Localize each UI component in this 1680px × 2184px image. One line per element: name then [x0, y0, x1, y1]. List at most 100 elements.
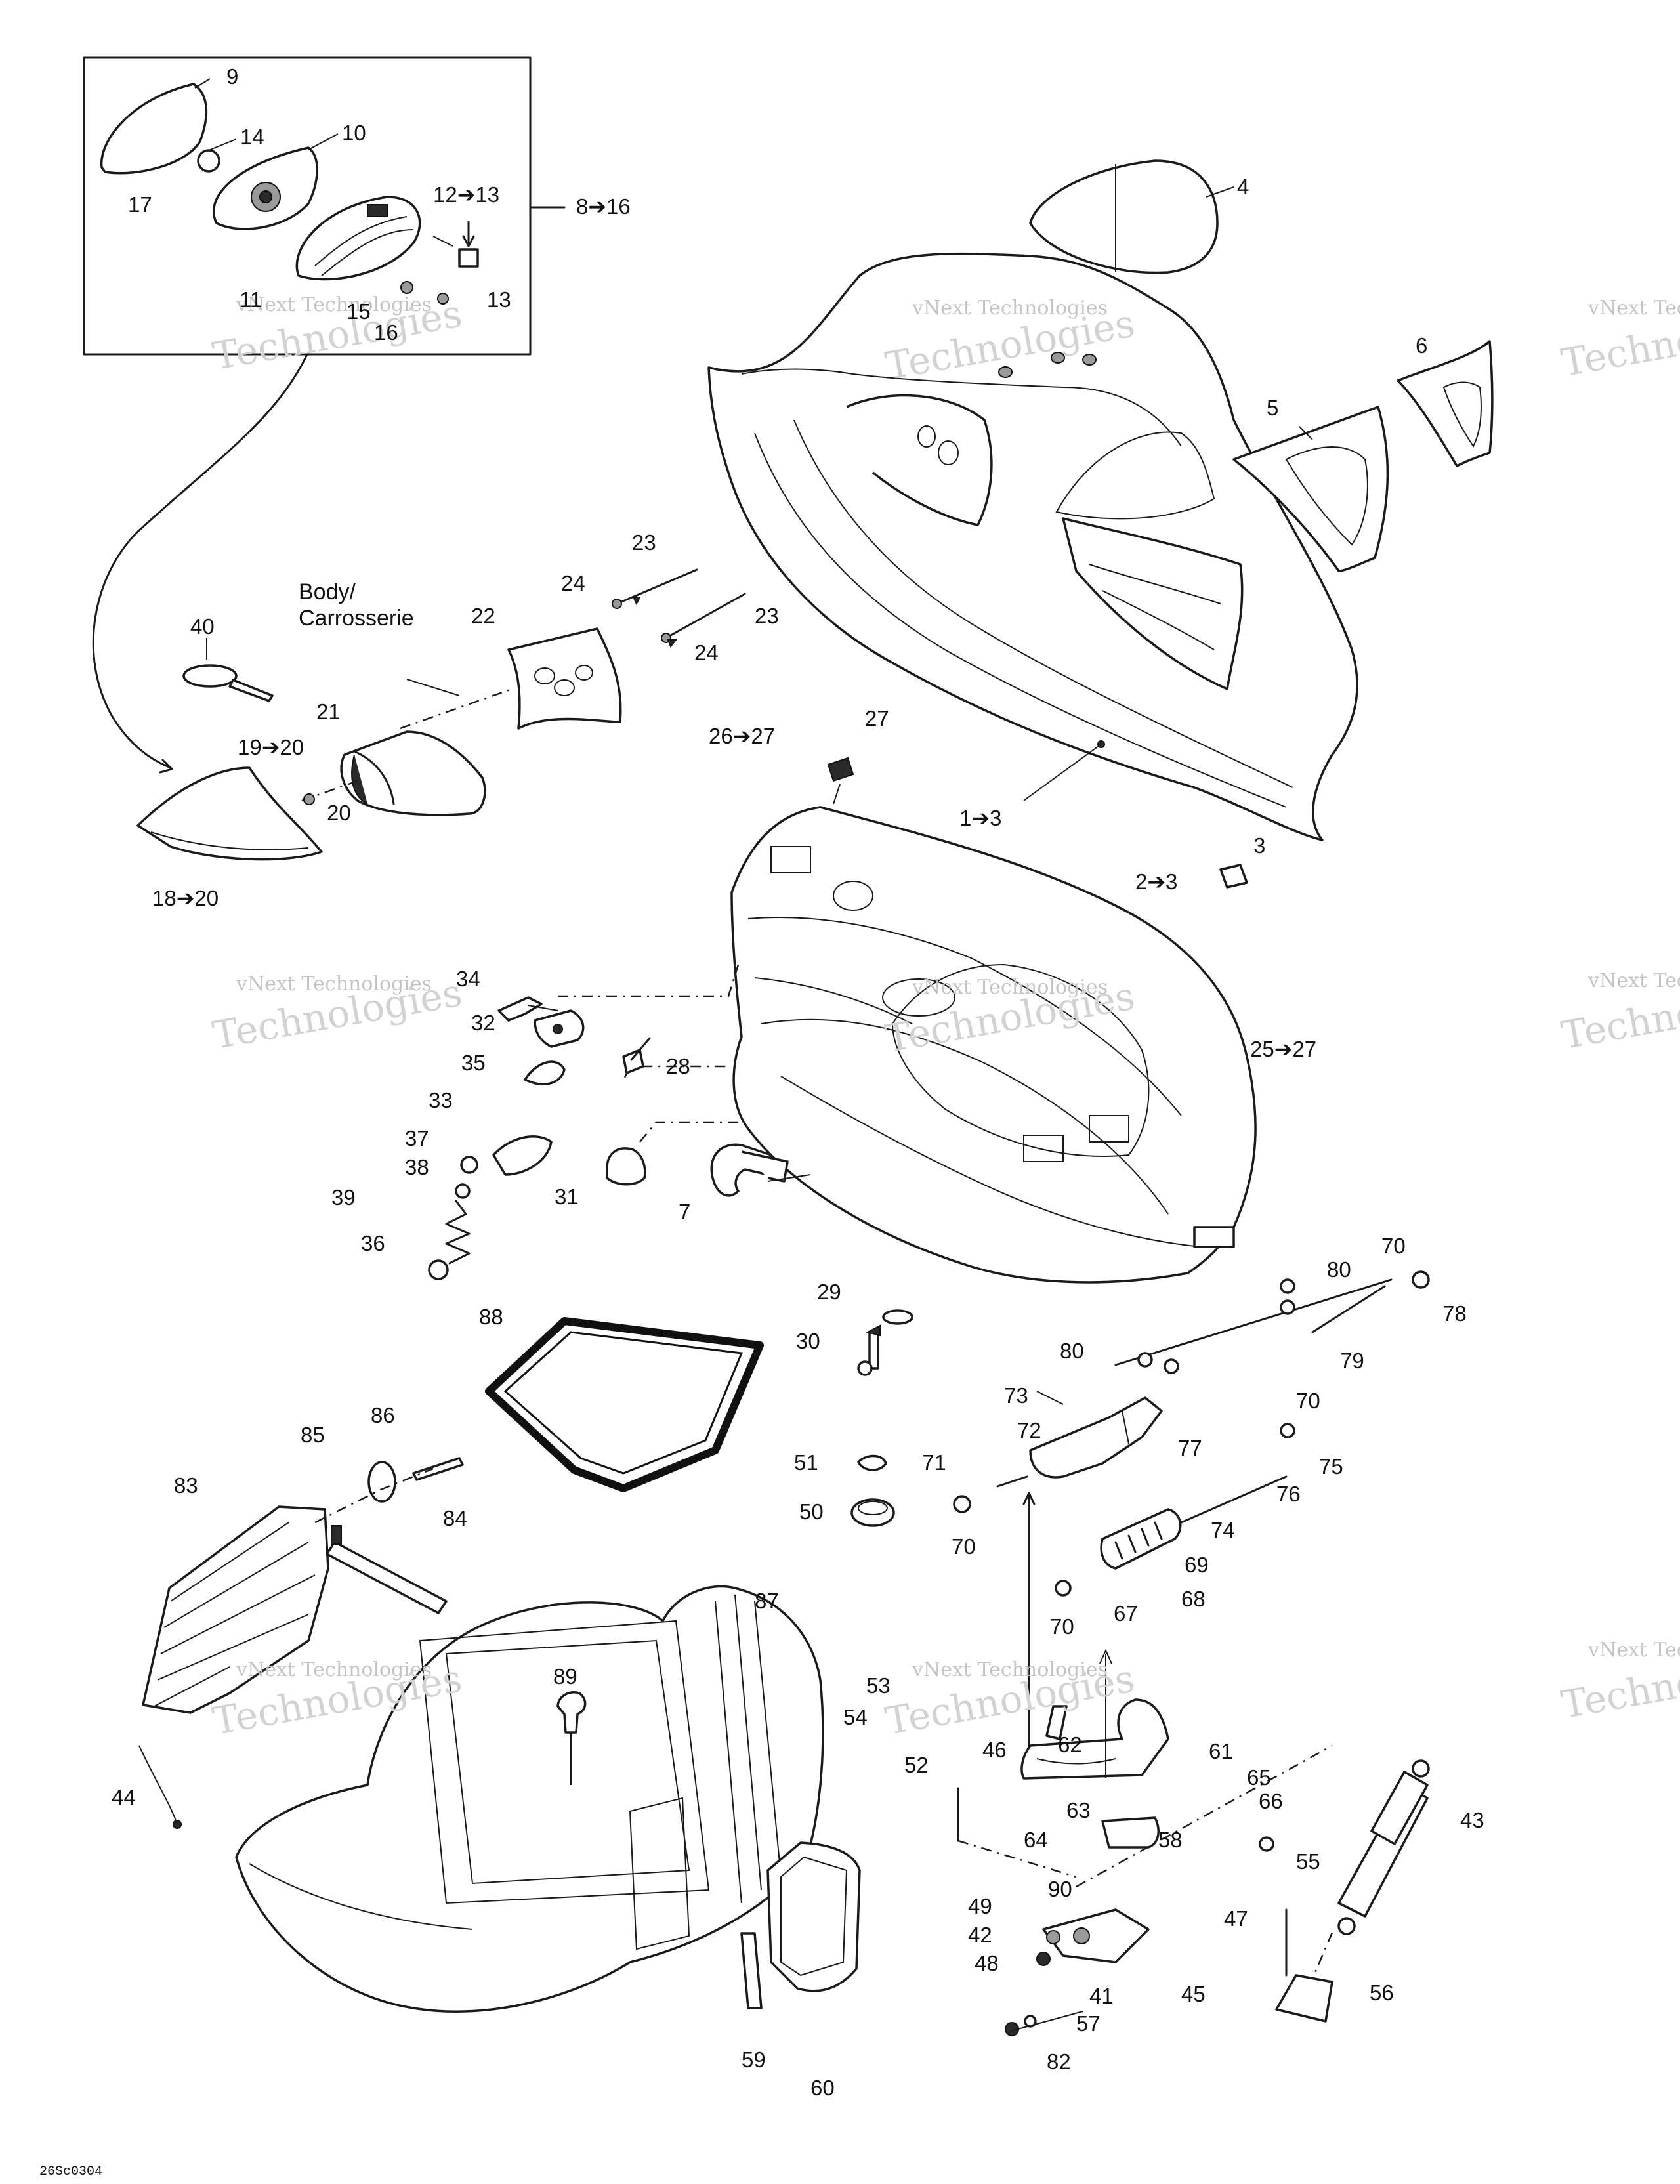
latch-34 — [497, 996, 543, 1022]
callout-label: 66 — [1259, 1789, 1283, 1813]
bracket-41 — [1275, 1974, 1334, 2023]
bracket-61 — [1020, 1698, 1169, 1780]
callout-label: 64 — [1024, 1828, 1048, 1852]
callout-label: 52 — [904, 1753, 929, 1777]
callout-label: 2➔3 — [1135, 870, 1178, 894]
callout-label: 46 — [982, 1738, 1007, 1762]
callout-label: 35 — [461, 1051, 486, 1075]
spring-35 — [524, 1060, 566, 1085]
callout-label: 21 — [316, 700, 341, 724]
callout-label: 80 — [1327, 1257, 1351, 1282]
callout-label: 70 — [1296, 1389, 1320, 1413]
callout-label: 24 — [694, 640, 719, 665]
callout-label: 45 — [1181, 1982, 1206, 2006]
callout-label: 22 — [471, 604, 495, 628]
callout-label: 83 — [174, 1473, 198, 1498]
callout-label: 38 — [405, 1155, 429, 1179]
body-note: Body/ Carrosserie — [299, 579, 414, 631]
callout-label: 76 — [1276, 1482, 1301, 1506]
watermark-text: vNext Technologies — [236, 293, 432, 316]
callout-label: 30 — [796, 1329, 820, 1353]
callout-label: 25➔27 — [1250, 1037, 1317, 1061]
callout-label: 74 — [1211, 1518, 1235, 1542]
callout-label: 75 — [1319, 1454, 1343, 1479]
callout-label: 32 — [471, 1011, 495, 1035]
body-note-line-2: Carrosserie — [299, 606, 414, 631]
watermark-text: vNext Technologies — [236, 973, 432, 996]
callout-label: 33 — [429, 1088, 453, 1112]
callout-label: 18➔20 — [152, 886, 219, 910]
callout-label: 87 — [755, 1589, 779, 1613]
body-note-line-1: Body/ — [299, 579, 356, 604]
callout-label: 54 — [843, 1705, 868, 1729]
callout-label: 20 — [327, 801, 351, 825]
watermark-text: vNext Technologies — [912, 976, 1108, 999]
callout-label: 10 — [342, 121, 366, 145]
watermark-text: vNext Technologies — [1588, 1639, 1680, 1662]
callout-label: 19➔20 — [238, 735, 304, 759]
mirror-mount-22 — [507, 627, 622, 730]
callout-label: 42 — [968, 1923, 992, 1947]
callout-label: 24 — [561, 571, 585, 595]
mirror-shell — [295, 196, 421, 281]
watermark-text: vNext Technologies — [1588, 969, 1680, 992]
callout-label: 23 — [755, 604, 779, 628]
callout-label: 15 — [346, 299, 371, 324]
plate-33 — [492, 1135, 553, 1176]
callout-label: 84 — [443, 1506, 467, 1530]
callout-label: 86 — [371, 1403, 395, 1427]
callout-label: 80 — [1060, 1339, 1084, 1363]
callout-label: 57 — [1076, 2011, 1101, 2036]
callout-label: 61 — [1209, 1739, 1233, 1763]
callout-label: 73 — [1004, 1383, 1028, 1408]
mirror-cover-18 — [136, 766, 323, 861]
spring-39 — [445, 1200, 471, 1265]
callout-label: 51 — [794, 1450, 818, 1475]
callout-label: 55 — [1296, 1849, 1320, 1874]
callout-label: 47 — [1224, 1906, 1248, 1931]
cap-31 — [606, 1147, 646, 1186]
callout-label: 59 — [742, 2048, 766, 2072]
callout-label: 7 — [679, 1200, 691, 1224]
mirror-21 — [340, 730, 486, 816]
door-81 — [766, 1841, 861, 1992]
callout-label: 72 — [1017, 1418, 1041, 1442]
handle-74 — [1100, 1508, 1182, 1570]
callout-label: 53 — [866, 1673, 891, 1698]
callout-label: 37 — [405, 1126, 429, 1150]
callout-label: 68 — [1181, 1587, 1206, 1611]
callout-label: 36 — [361, 1231, 385, 1255]
callout-label: 70 — [1381, 1234, 1406, 1258]
callout-label: 63 — [1066, 1798, 1091, 1822]
callout-label: 85 — [301, 1423, 325, 1447]
callout-label: 26➔27 — [709, 724, 776, 748]
callout-label: 69 — [1185, 1553, 1209, 1577]
callout-label: 65 — [1247, 1765, 1271, 1790]
callout-label: 70 — [1050, 1614, 1074, 1639]
bracket-77 — [1029, 1396, 1163, 1479]
callout-label: 16 — [374, 320, 398, 345]
windshield — [1029, 159, 1219, 274]
seal-88 — [485, 1317, 764, 1492]
callout-label: 50 — [799, 1500, 824, 1524]
callout-label: 88 — [479, 1305, 503, 1329]
callout-label: 9 — [226, 64, 239, 89]
callout-label: 60 — [810, 2076, 835, 2100]
callout-label: 1➔3 — [959, 806, 1002, 830]
callout-label: 48 — [975, 1951, 999, 1975]
callout-label: 56 — [1370, 1981, 1394, 2005]
bulb — [197, 149, 220, 173]
callout-label: 3 — [1253, 833, 1266, 858]
callout-label: 14 — [240, 125, 264, 149]
callout-label: 70 — [952, 1534, 976, 1559]
callout-label: 12➔13 — [433, 182, 500, 207]
callout-label: 8➔16 — [576, 194, 631, 219]
callout-label: 34 — [456, 967, 480, 991]
callout-label: 11 — [240, 287, 262, 312]
callout-label: 62 — [1058, 1732, 1082, 1757]
assembly-arrow — [92, 353, 308, 769]
knob-89 — [556, 1691, 587, 1734]
callout-label: 67 — [1114, 1601, 1138, 1626]
